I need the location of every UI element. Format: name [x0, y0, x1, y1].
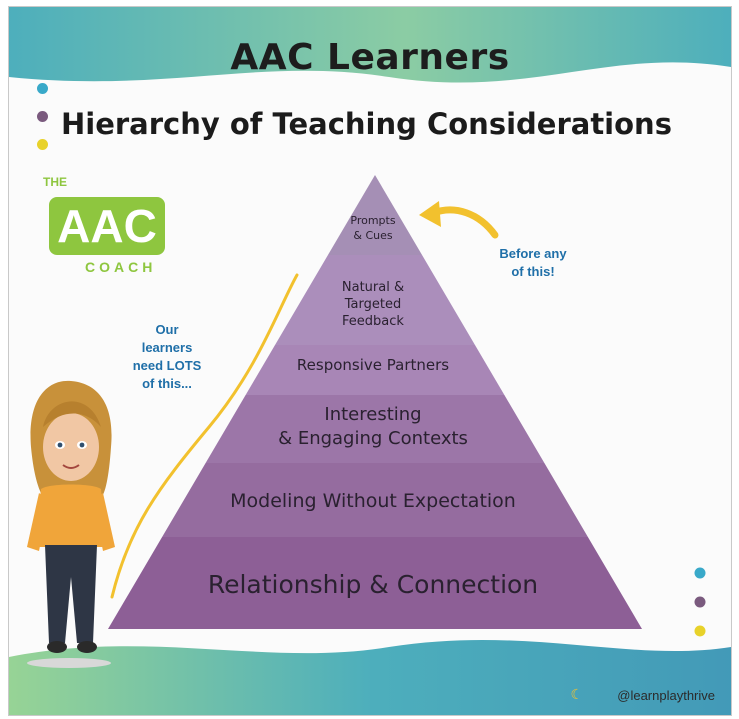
level-4-line-2: & Engaging Contexts: [278, 428, 468, 449]
level-1-label: Prompts & Cues: [309, 213, 437, 243]
level-6-label: Relationship & Connection: [129, 570, 617, 600]
left-note-line-2: learners: [141, 340, 193, 355]
decor-dot-yellow-bottom: [694, 625, 706, 637]
level-2-line-2: Targeted: [344, 297, 402, 312]
left-curve-arrow: [110, 273, 299, 599]
logo-top-text: THE: [43, 175, 67, 189]
level-5-line-1: Modeling Without Expectation: [230, 490, 516, 512]
logo-bottom-text: COACH: [85, 259, 157, 275]
credit-handle: @learnplaythrive: [617, 688, 715, 703]
right-note: Before any of this!: [481, 245, 585, 281]
page-title: AAC Learners: [230, 37, 510, 78]
decor-dot-teal: [37, 83, 48, 94]
level-1-line-1: Prompts: [350, 214, 396, 227]
pyramid-level-5: [162, 463, 588, 537]
level-6-line-1: Relationship & Connection: [207, 570, 539, 599]
pyramid-level-4: [205, 395, 545, 463]
pyramid-diagram: [27, 175, 706, 668]
infographic-frame: AAC Learners Hierarchy of Teaching Consi…: [8, 6, 732, 716]
bottom-banner-wave: [9, 639, 731, 715]
decor-dot-plum: [37, 111, 48, 122]
level-5-label: Modeling Without Expectation: [173, 489, 573, 513]
logo-main-text: AAC: [57, 200, 157, 252]
level-4-line-1: Interesting: [324, 404, 422, 425]
aac-coach-logo: THE AAC COACH: [37, 175, 182, 285]
level-1-line-2: & Cues: [353, 229, 393, 242]
left-note: Our learners need LOTS of this...: [127, 321, 207, 393]
left-note-line-4: of this...: [142, 376, 192, 391]
level-4-label: Interesting & Engaging Contexts: [213, 403, 533, 451]
page-subtitle: Hierarchy of Teaching Considerations: [61, 107, 672, 141]
top-pointing-arrow: [429, 206, 499, 239]
decor-dot-teal-bottom: [694, 567, 706, 579]
level-3-line-1: Responsive Partners: [296, 356, 450, 374]
top-banner-wave: [9, 7, 731, 83]
decor-dot-yellow: [37, 139, 48, 150]
pyramid-level-2: [275, 255, 475, 345]
top-pointing-arrowhead: [419, 201, 441, 227]
left-note-line-3: need LOTS: [132, 358, 202, 373]
pyramid-level-1: [327, 175, 423, 255]
pyramid-levels: [108, 175, 642, 629]
logo-speech-box: [49, 197, 165, 255]
right-note-line-2: of this!: [511, 264, 555, 279]
level-2-line-1: Natural &: [341, 280, 405, 295]
pyramid-level-6: [108, 537, 642, 629]
pyramid-level-3: [245, 345, 505, 395]
teacher-avatar: [27, 380, 115, 668]
left-note-line-1: Our: [155, 322, 179, 337]
level-2-label: Natural & Targeted Feedback: [289, 279, 457, 330]
level-3-label: Responsive Partners: [233, 355, 513, 375]
moon-icon: ☾: [570, 687, 583, 703]
level-2-line-3: Feedback: [342, 314, 404, 329]
right-note-line-1: Before any: [499, 246, 567, 261]
banner-waves: [9, 7, 731, 715]
decor-dot-plum-bottom: [694, 596, 706, 608]
